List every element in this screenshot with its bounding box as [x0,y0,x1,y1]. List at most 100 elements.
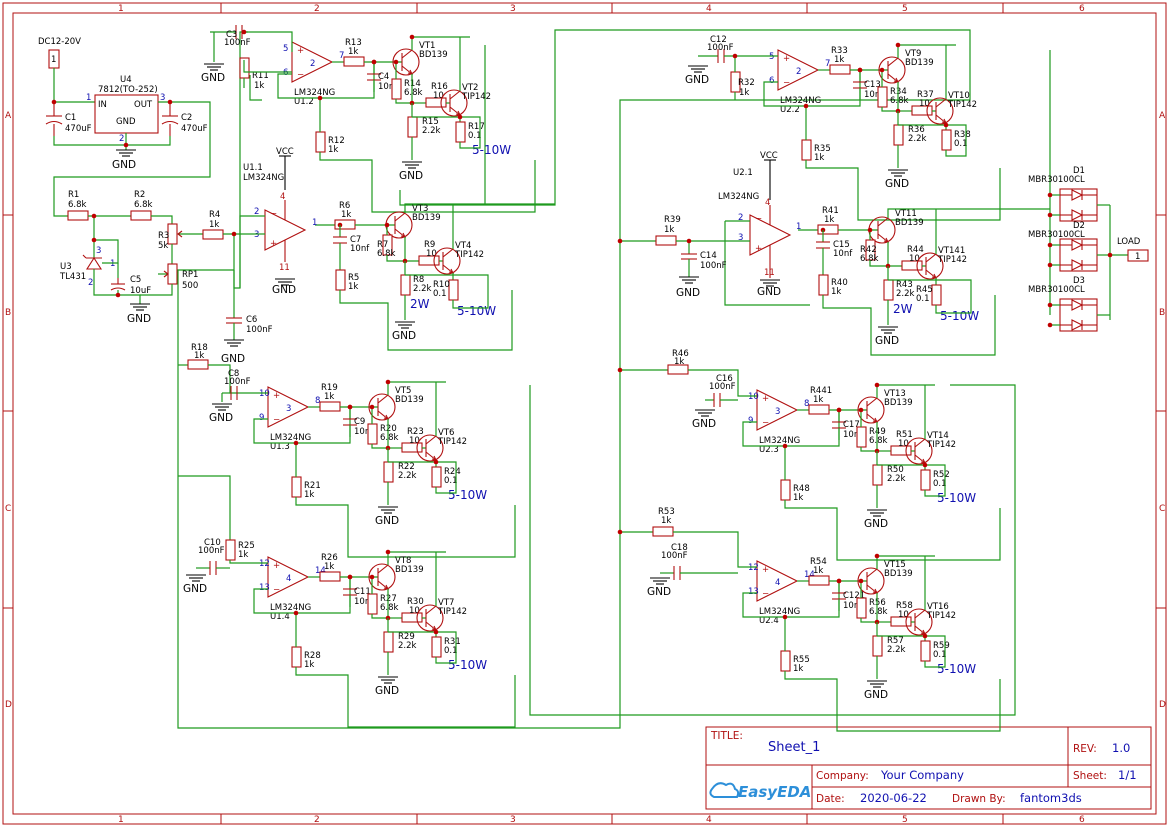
left-distribution-wires [177,29,1016,729]
svg-text:−: − [755,214,762,224]
minus-sign: − [273,585,280,595]
label: 10nf [354,427,374,437]
svg-text:1: 1 [110,259,115,269]
svg-text:D2: D2 [1073,221,1085,231]
svg-text:+: + [270,239,277,249]
pin-minus: 13 [259,583,270,593]
svg-text:RP1: RP1 [182,270,198,280]
svg-text:MBR30100CL: MBR30100CL [1028,175,1085,185]
row-label: D [5,700,12,710]
stage-u2-2: +−2567LM324NGU2.2R331kC1310nfR351kVT9BD1… [763,42,1001,221]
power-supply: 1 DC12-20V C1 470uF U4 7812(TO-252) IN O… [38,37,211,217]
label: 0.1 [933,650,947,660]
label: 10 [898,610,909,620]
label: 6.8k [869,607,888,617]
plus-sign: + [762,565,769,575]
label: BD139 [884,398,913,408]
label: 10nf [350,244,370,254]
stage-u1-1: R61kC710nfR51kVT3BD139R76.8kR910R82.2k2W… [315,201,555,351]
label: R40 [831,278,848,288]
label: VT15 [884,560,906,570]
plus-sign: + [783,54,790,64]
label: R57 [887,636,904,646]
svg-text:GND: GND [757,286,781,298]
label: C12 [710,35,727,45]
row-label: B [1159,308,1165,318]
label: R5 [348,273,359,283]
label: 1k [793,664,803,674]
svg-text:2: 2 [88,278,93,288]
label: 1k [831,287,841,297]
label: 1k [304,490,314,500]
svg-text:GND: GND [272,284,296,296]
col-label: 2 [314,815,320,825]
pin-minus: 13 [748,587,759,597]
label: 10nf [843,430,863,440]
gnd-label: GND [864,518,888,530]
power-rating: 5-10W [457,304,496,318]
sheet-title: Sheet_1 [768,740,820,755]
col-label: 1 [118,4,124,14]
plus-sign: + [297,46,304,56]
c1-value: 470uF [65,124,92,134]
power-rating: 5-10W [448,658,487,672]
label: 1k [328,145,338,155]
pin-minus: 6 [769,76,774,86]
col-label: 3 [510,4,516,14]
label: 1k [813,566,823,576]
label: TIP142 [437,607,467,617]
label: 1k [324,392,334,402]
svg-text:2: 2 [254,207,259,217]
unit-number: 4 [775,578,780,588]
col-label: 2 [314,4,320,14]
plus-sign: + [762,394,769,404]
svg-text:100nF: 100nF [246,325,273,335]
power-rating: 5-10W [937,491,976,505]
label: 6.8k [860,254,879,264]
label: C7 [350,235,361,245]
label: 10 [433,91,444,101]
unit-label: U1.3 [270,442,290,452]
label: VT5 [395,386,411,396]
svg-text:1k: 1k [664,225,674,235]
label: 100nF [224,38,251,48]
row-label: C [1159,504,1165,514]
date-value: 2020-06-22 [860,791,927,805]
svg-text:R4: R4 [209,210,220,220]
label: 0.1 [468,131,482,141]
label: 1k [813,395,823,405]
label: 10 [909,254,920,264]
label: 1k [238,550,248,560]
label: 2.2k [896,289,915,299]
label: 100nF [224,377,251,387]
label: 6.8k [869,436,888,446]
svg-text:C14: C14 [700,251,717,261]
label: TIP142 [437,437,467,447]
label: 6.8k [404,88,423,98]
label: R46 [672,349,689,359]
label: VT13 [884,389,906,399]
label: BD139 [419,50,448,60]
opamp-symbol [777,49,820,91]
company-value: Your Company [880,768,964,782]
label: C13 [864,80,881,90]
label: 2.2k [908,134,927,144]
label: 10 [898,439,909,449]
pin-out: 8 [804,399,809,409]
unit-label: U1.4 [270,612,290,622]
gnd-label: GND [183,583,207,595]
unit-number: 2 [796,67,801,77]
col-label: 6 [1079,815,1085,825]
unit-number: 3 [286,404,291,414]
label: 10 [409,606,420,616]
row-label: A [5,111,12,121]
pin-out: 14 [804,570,815,580]
label: R7 [377,240,388,250]
svg-text:R2: R2 [134,190,145,200]
label: R17 [468,122,485,132]
svg-text:U3: U3 [60,262,72,272]
minus-sign: − [762,418,769,428]
label: R18 [191,343,208,353]
svg-text:R39: R39 [664,215,681,225]
